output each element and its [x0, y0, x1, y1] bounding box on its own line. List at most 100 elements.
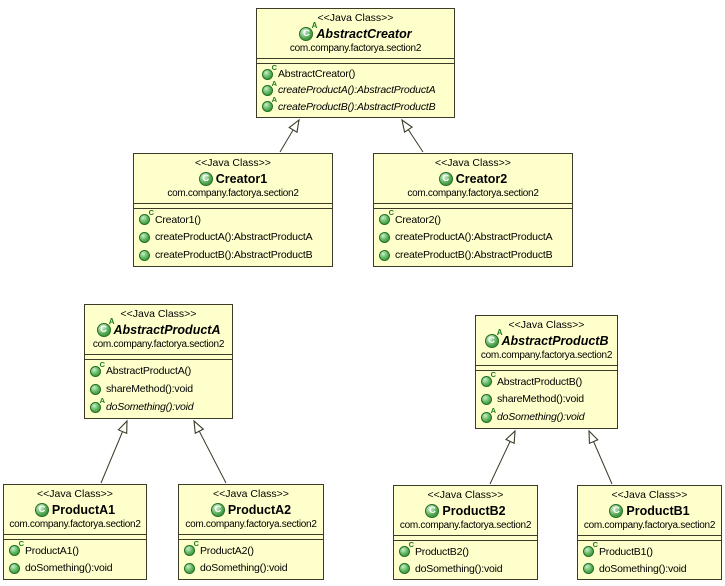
methods-compartment: C Creator1() createProductA():AbstractPr… — [134, 209, 332, 266]
method-item[interactable]: C ProductA1() — [9, 540, 144, 558]
abstract-method-icon: A — [90, 396, 105, 413]
method-item[interactable]: createProductB():AbstractProductB — [139, 248, 330, 263]
method-item[interactable]: doSomething():void — [399, 561, 535, 576]
method-item[interactable]: createProductA():AbstractProductA — [139, 230, 330, 245]
method-item[interactable]: C Creator2() — [379, 209, 570, 227]
class-title-compartment: <<Java Class>> C ProductA1 com.company.f… — [4, 485, 146, 535]
generalization-arrow-producta2-abstractproducta[interactable] — [193, 419, 227, 484]
public-method-icon — [481, 393, 492, 405]
public-method-icon — [379, 249, 390, 261]
package-label: com.company.factorya.section2 — [9, 519, 141, 530]
public-method-icon — [399, 563, 410, 574]
stereotype-label: <<Java Class>> — [120, 308, 197, 320]
class-box-product-a1[interactable]: <<Java Class>> C ProductA1 com.company.f… — [3, 484, 147, 580]
method-label: AbstractProductA() — [106, 365, 192, 377]
attributes-compartment — [394, 536, 537, 541]
generalization-arrow-productb1-abstractproductb[interactable] — [588, 429, 613, 485]
java-class-icon: C — [198, 171, 213, 186]
method-label: doSomething():void — [599, 562, 687, 575]
method-item[interactable]: createProductA():AbstractProductA — [379, 230, 570, 245]
class-box-product-b1[interactable]: <<Java Class>> C ProductB1 com.company.f… — [577, 485, 722, 580]
method-label: shareMethod():void — [106, 383, 193, 395]
method-label: ProductA1() — [25, 544, 79, 557]
method-item[interactable]: C AbstractProductB() — [481, 371, 615, 389]
attributes-compartment — [476, 366, 617, 371]
method-label: shareMethod():void — [497, 393, 584, 406]
method-item[interactable]: C Creator1() — [139, 209, 330, 227]
methods-compartment: C ProductA1() doSomething():void — [4, 540, 146, 579]
attributes-compartment — [578, 536, 721, 541]
stereotype-label: <<Java Class>> — [508, 319, 585, 331]
java-class-icon: C — [425, 503, 440, 518]
constructor-icon: C — [9, 540, 24, 557]
constructor-icon: C — [583, 541, 598, 557]
methods-compartment: C ProductB2() doSomething():void — [394, 541, 537, 579]
package-label: com.company.factorya.section2 — [399, 520, 532, 531]
method-item[interactable]: A createProductB():AbstractProductB — [262, 96, 452, 114]
attributes-compartment — [85, 355, 232, 360]
class-name: ProductB2 — [442, 503, 506, 518]
method-label: createProductA():AbstractProductA — [278, 84, 436, 97]
package-label: com.company.factorya.section2 — [167, 188, 299, 199]
class-title-compartment: <<Java Class>> C Creator1 com.company.fa… — [134, 154, 332, 204]
method-item[interactable]: A doSomething():void — [90, 396, 230, 415]
class-name: AbstractProductB — [501, 333, 609, 348]
method-item[interactable]: A createProductA():AbstractProductA — [262, 79, 452, 98]
generalization-arrow-creator2-abstractcreator[interactable] — [401, 118, 424, 153]
stereotype-label: <<Java Class>> — [317, 12, 394, 24]
method-label: ProductA2() — [200, 544, 254, 557]
class-box-product-b2[interactable]: <<Java Class>> C ProductB2 com.company.f… — [393, 485, 538, 580]
method-item[interactable]: C AbstractProductA() — [90, 360, 230, 379]
abstract-method-icon: A — [262, 96, 277, 113]
methods-compartment: C ProductA2() doSomething():void — [179, 540, 323, 579]
method-label: doSomething():void — [106, 401, 194, 413]
method-item[interactable]: shareMethod():void — [481, 392, 615, 407]
attributes-compartment — [257, 59, 454, 64]
class-name: AbstractProductA — [113, 322, 221, 337]
constructor-icon: C — [481, 371, 496, 388]
method-item[interactable]: doSomething():void — [9, 561, 144, 576]
class-name: ProductA1 — [51, 502, 116, 517]
generalization-arrow-productb2-abstractproductb[interactable] — [489, 429, 516, 485]
public-method-icon — [583, 563, 594, 574]
class-box-abstract-product-a[interactable]: <<Java Class>> C A AbstractProductA com.c… — [84, 304, 233, 419]
method-label: Creator1() — [155, 213, 201, 226]
method-item[interactable]: doSomething():void — [184, 561, 321, 576]
method-item[interactable]: C AbstractCreator() — [262, 63, 452, 82]
java-class-icon: C — [438, 171, 453, 186]
method-item[interactable]: A doSomething():void — [481, 406, 615, 425]
attributes-compartment — [374, 204, 572, 209]
method-item[interactable]: doSomething():void — [583, 561, 719, 576]
methods-compartment: C AbstractProductA() shareMethod():void … — [85, 360, 232, 418]
constructor-icon: C — [262, 63, 277, 80]
method-item[interactable]: shareMethod():void — [90, 382, 230, 397]
method-label: createProductB():AbstractProductB — [395, 249, 553, 262]
method-label: AbstractCreator() — [278, 68, 356, 81]
generalization-arrow-producta1-abstractproducta[interactable] — [100, 419, 128, 484]
class-box-creator1[interactable]: <<Java Class>> C Creator1 com.company.fa… — [133, 153, 333, 267]
java-class-icon: C — [609, 503, 624, 518]
generalization-arrow-creator1-abstractcreator[interactable] — [279, 118, 300, 153]
method-item[interactable]: C ProductA2() — [184, 540, 321, 558]
public-method-icon — [379, 231, 390, 243]
method-item[interactable]: C ProductB1() — [583, 541, 719, 559]
class-box-creator2[interactable]: <<Java Class>> C Creator2 com.company.fa… — [373, 153, 573, 267]
constructor-icon: C — [379, 209, 394, 226]
method-label: createProductB():AbstractProductB — [278, 100, 436, 113]
class-box-product-a2[interactable]: <<Java Class>> C ProductA2 com.company.f… — [178, 484, 324, 580]
method-item[interactable]: C ProductB2() — [399, 541, 535, 559]
constructor-icon: C — [90, 360, 105, 377]
public-method-icon — [139, 231, 150, 243]
method-item[interactable]: createProductB():AbstractProductB — [379, 248, 570, 263]
package-label: com.company.factorya.section2 — [407, 188, 539, 199]
method-label: doSomething():void — [415, 562, 503, 575]
class-name: ProductA2 — [227, 502, 292, 517]
package-label: com.company.factorya.section2 — [92, 339, 225, 350]
